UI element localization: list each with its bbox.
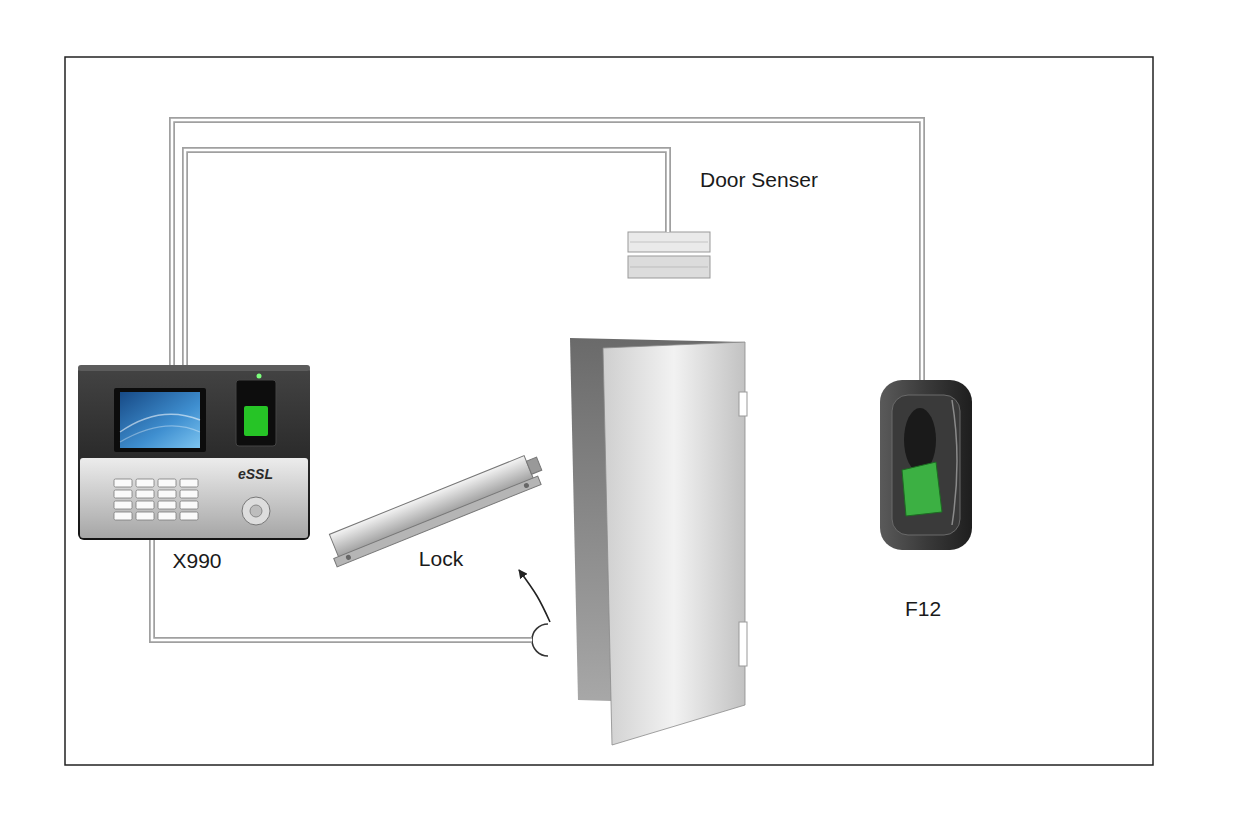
nav-button [250, 505, 262, 517]
screw-hole [345, 554, 352, 561]
terminal-top-edge [78, 365, 310, 371]
outer-frame [65, 57, 1153, 765]
door-leaf [603, 342, 745, 745]
lock-bolt [526, 457, 541, 474]
reader-body [880, 380, 972, 550]
status-led [257, 374, 262, 379]
wire-connector [185, 150, 668, 365]
sensor-groove [630, 267, 708, 268]
cable-outline [152, 540, 532, 640]
device-label: X990 [172, 548, 221, 574]
reader-face [892, 395, 960, 535]
door-sensor [628, 232, 710, 278]
device-label: F12 [905, 596, 941, 622]
finger-slot [904, 408, 936, 472]
sensor-groove [630, 242, 708, 243]
nav-ring [242, 497, 270, 525]
device-label: Lock [419, 546, 463, 572]
wire-connector [172, 120, 922, 380]
sensor-bar [628, 256, 710, 278]
terminal-panel [80, 458, 308, 538]
cable-outline [185, 150, 668, 365]
door-hinge [739, 392, 747, 416]
device-node: Door Senser [628, 232, 710, 278]
door-swing-arc [532, 624, 548, 656]
sensor-bar [628, 232, 710, 252]
reader-highlight [952, 400, 957, 525]
screen-swoosh [120, 414, 200, 432]
screw-hole [523, 482, 530, 489]
device-node: F12 [880, 380, 972, 550]
lock-body [329, 456, 533, 559]
fingerprint-window [902, 462, 942, 516]
terminal-body [78, 365, 310, 540]
device-node: Lock [325, 452, 541, 568]
fingerprint-window [244, 406, 268, 436]
terminal-screen [120, 392, 200, 448]
cable-core [172, 120, 922, 380]
cable-core [152, 540, 532, 640]
brand-logo: eSSL [238, 466, 273, 482]
cable-core [185, 150, 668, 365]
fingerprint-sensor [236, 380, 276, 446]
device-label: Door Senser [700, 167, 818, 193]
screen-swoosh [120, 426, 200, 442]
cable-outline [172, 120, 922, 380]
screen-bezel [114, 388, 206, 452]
door-hinge [739, 622, 747, 666]
arrow-line [519, 570, 550, 622]
wire-connector [152, 540, 550, 640]
device-node: X990 [78, 365, 310, 540]
edge-group [152, 120, 922, 640]
f12-reader [880, 380, 972, 550]
door [570, 338, 747, 745]
x990-terminal [78, 365, 310, 540]
keypad [113, 478, 201, 522]
